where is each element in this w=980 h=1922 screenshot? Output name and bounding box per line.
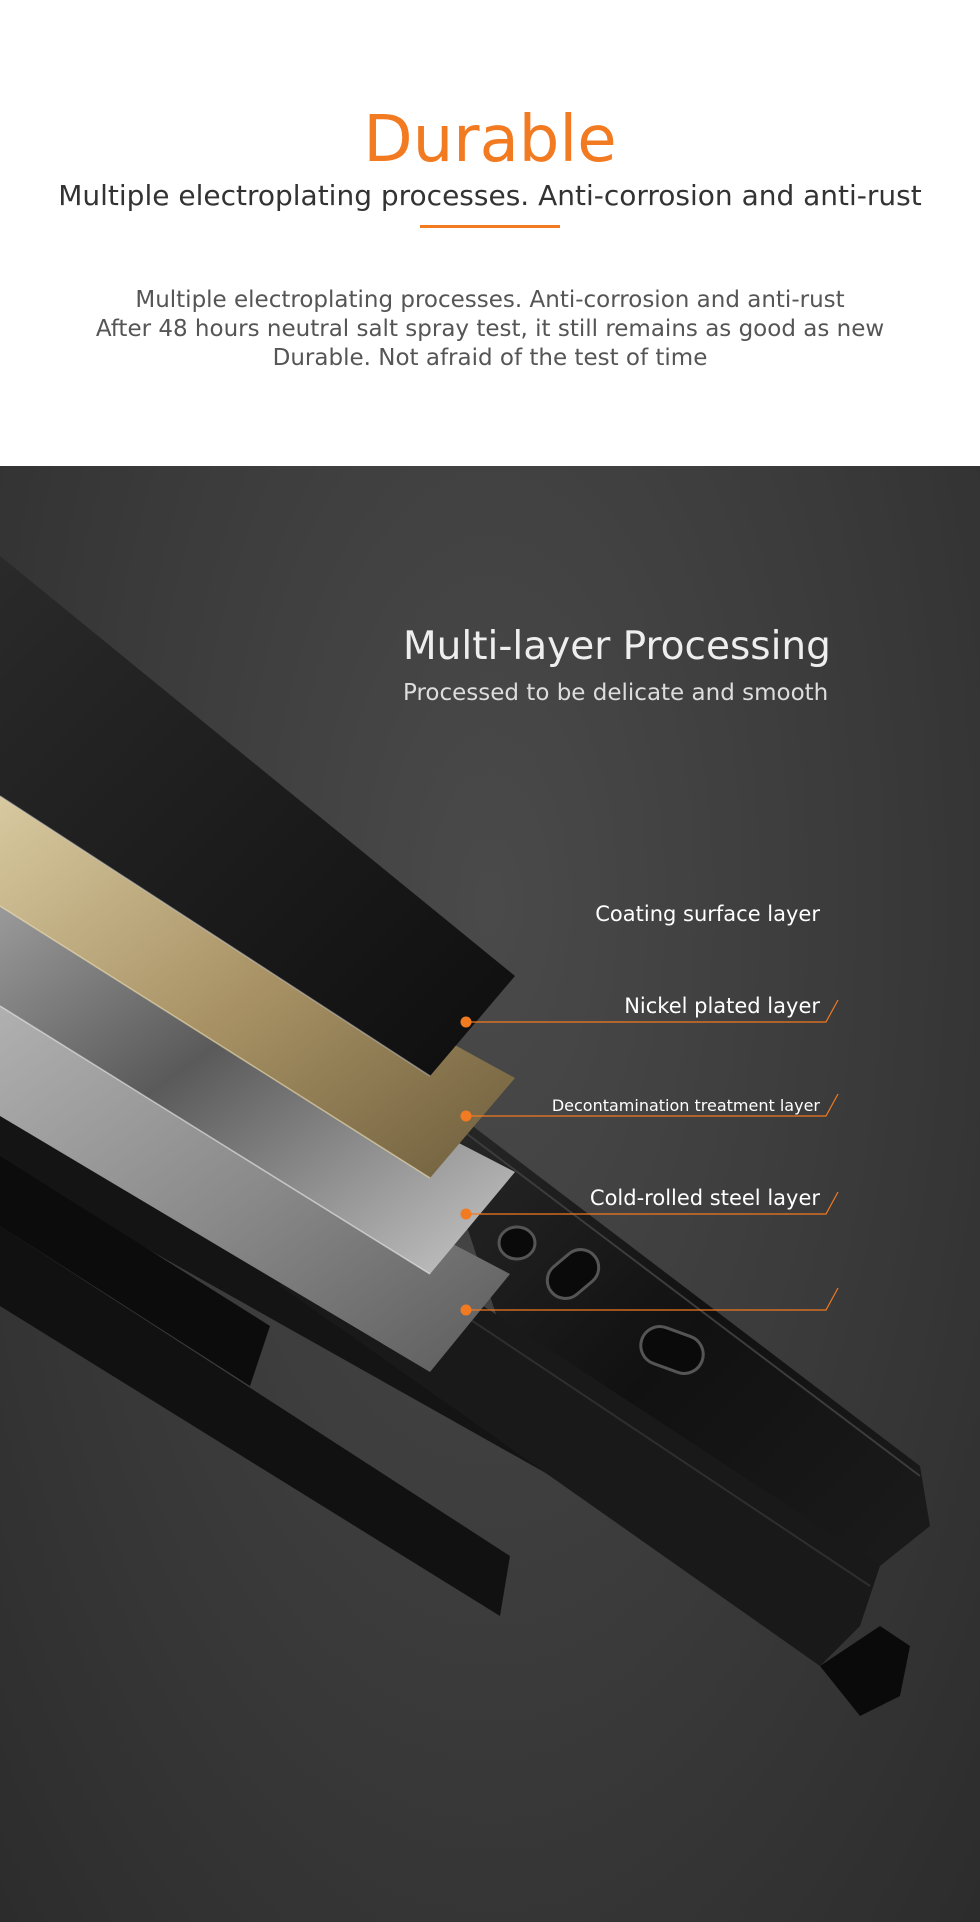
page-subtitle: Multiple electroplating processes. Anti-…	[58, 179, 922, 212]
layer-label-coating: Coating surface layer	[595, 902, 820, 926]
layers-section: Multi-layer Processing Processed to be d…	[0, 466, 980, 1922]
rail-slot	[545, 1248, 601, 1300]
steel-layer-plate	[0, 1006, 510, 1372]
section-subtitle: Processed to be delicate and smooth	[403, 680, 829, 706]
rail-hole	[497, 1225, 537, 1261]
intro-section: Durable Multiple electroplating processe…	[0, 0, 980, 466]
orange-dot-icon	[460, 1304, 472, 1316]
nickel-layer-plate	[0, 796, 515, 1178]
description-line: Multiple electroplating processes. Anti-…	[135, 287, 845, 313]
layer-callouts	[466, 999, 839, 1311]
rail-slot	[639, 1325, 705, 1375]
description-block: Multiple electroplating processes. Anti-…	[0, 286, 980, 373]
description-line: Durable. Not afraid of the test of time	[272, 345, 708, 371]
coating-layer-plate	[0, 556, 515, 1076]
orange-dot-icon	[460, 1208, 472, 1220]
slide-rail-illustration	[0, 556, 930, 1716]
orange-dot-icon	[460, 1016, 472, 1028]
page-title: Durable	[363, 103, 617, 177]
section-title: Multi-layer Processing	[403, 624, 831, 669]
layer-label-steel: Cold-rolled steel layer	[589, 1186, 820, 1210]
orange-dot-icon	[460, 1110, 472, 1122]
layer-label-nickel: Nickel plated layer	[624, 994, 820, 1018]
accent-divider	[420, 225, 560, 228]
decon-layer-plate	[0, 906, 515, 1274]
description-line: After 48 hours neutral salt spray test, …	[95, 316, 885, 342]
layer-label-decontamination: Decontamination treatment layer	[551, 1096, 820, 1115]
